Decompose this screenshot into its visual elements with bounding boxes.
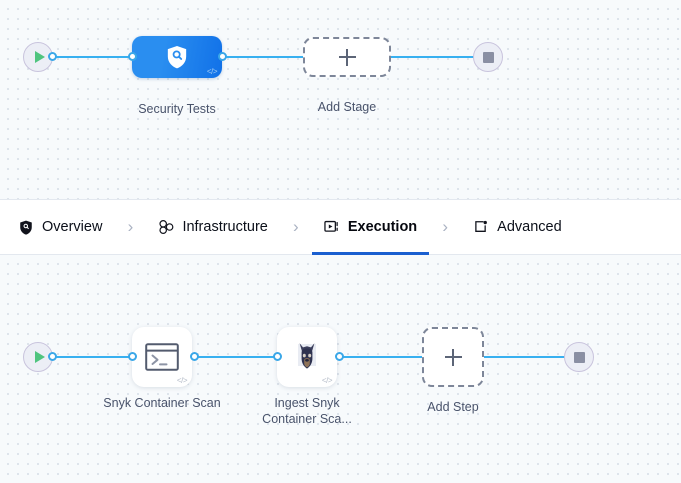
edge-stage-to-add	[216, 56, 306, 58]
step1-input-port[interactable]	[128, 352, 137, 361]
stage-node-label: Security Tests	[138, 102, 216, 116]
tab-advanced-label: Advanced	[497, 219, 562, 235]
stop-icon	[573, 351, 585, 363]
add-step-label: Add Step	[427, 400, 479, 414]
step-end-node[interactable]	[564, 342, 594, 372]
tab-execution[interactable]: Execution	[311, 200, 430, 255]
tab-execution-label: Execution	[347, 219, 418, 235]
step-start-port[interactable]	[48, 352, 57, 361]
chevron-right-icon: ›	[293, 217, 299, 236]
add-stage-button[interactable]	[303, 37, 391, 77]
step2-label: Ingest Snyk Container Sca...	[262, 396, 352, 426]
plus-icon	[444, 348, 462, 366]
step2-input-port[interactable]	[273, 352, 282, 361]
edge-add-to-end	[388, 56, 480, 58]
stage-end-node[interactable]	[473, 42, 503, 72]
step-node-ingest-snyk-container-scan[interactable]: </>	[277, 327, 337, 387]
stop-icon	[482, 51, 494, 63]
add-stage-label: Add Stage	[317, 100, 377, 114]
step-canvas[interactable]: </> Snyk Container Scan </> Ingest Snyk …	[0, 255, 681, 483]
edge-start-to-step1	[50, 356, 135, 358]
shield-icon	[18, 219, 34, 235]
plus-icon	[338, 48, 356, 66]
step-node-snyk-container-scan[interactable]: </>	[132, 327, 192, 387]
stage-node-security-tests[interactable]: </>	[132, 36, 222, 78]
section-tabbar: Overview › Infrastructure ›	[0, 199, 681, 255]
play-icon	[34, 51, 45, 63]
nodes-cluster-icon	[158, 219, 174, 235]
edge-step2-to-add	[340, 356, 422, 358]
terminal-icon	[145, 343, 179, 371]
tab-overview[interactable]: Overview	[16, 200, 104, 255]
edge-start-to-stage	[50, 56, 140, 58]
code-badge: </>	[206, 67, 218, 76]
code-badge: </>	[176, 376, 188, 385]
tab-infrastructure-label: Infrastructure	[182, 219, 268, 235]
edge-step1-to-step2	[194, 356, 279, 358]
step2-output-port[interactable]	[335, 352, 344, 361]
tab-overview-label: Overview	[42, 219, 103, 235]
play-icon	[34, 351, 45, 363]
step1-output-port[interactable]	[190, 352, 199, 361]
bracket-gear-icon	[473, 219, 489, 235]
stage-node-input-port[interactable]	[128, 52, 137, 61]
chevron-right-icon: ›	[442, 217, 448, 236]
play-square-icon	[324, 219, 340, 235]
snyk-doberman-icon	[298, 343, 316, 369]
stage-node-output-port[interactable]	[218, 52, 227, 61]
tab-advanced[interactable]: Advanced	[471, 200, 564, 255]
add-step-button[interactable]	[422, 327, 484, 387]
code-badge: </>	[321, 376, 333, 385]
step1-label: Snyk Container Scan	[103, 396, 221, 410]
stage-canvas[interactable]: </> Security Tests Add Stage	[0, 0, 681, 199]
stage-start-port[interactable]	[48, 52, 57, 61]
chevron-right-icon: ›	[127, 217, 134, 236]
tab-infrastructure[interactable]: Infrastructure	[156, 200, 269, 255]
edge-add-to-end	[484, 356, 572, 358]
shield-search-icon	[167, 46, 187, 69]
